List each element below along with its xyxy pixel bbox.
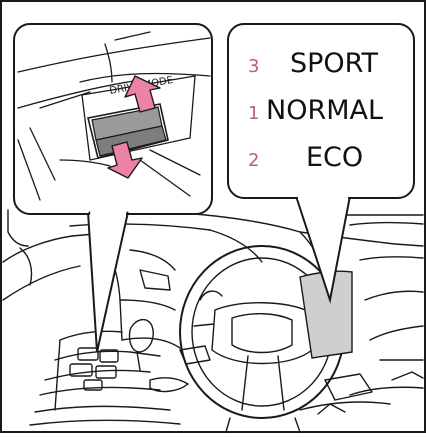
mode-label-sport: SPORT (290, 48, 378, 79)
mode-label-eco: ECO (306, 142, 363, 173)
drive-mode-switch-callout: DRIVE MODE (14, 24, 212, 215)
mode-label-normal: NORMAL (266, 95, 383, 126)
mode-number-normal: 1 (248, 103, 259, 124)
mode-number-eco: 2 (248, 150, 259, 171)
mode-number-sport: 3 (248, 56, 259, 77)
drive-mode-list-callout: 3 SPORT 1 NORMAL 2 ECO (228, 24, 414, 200)
